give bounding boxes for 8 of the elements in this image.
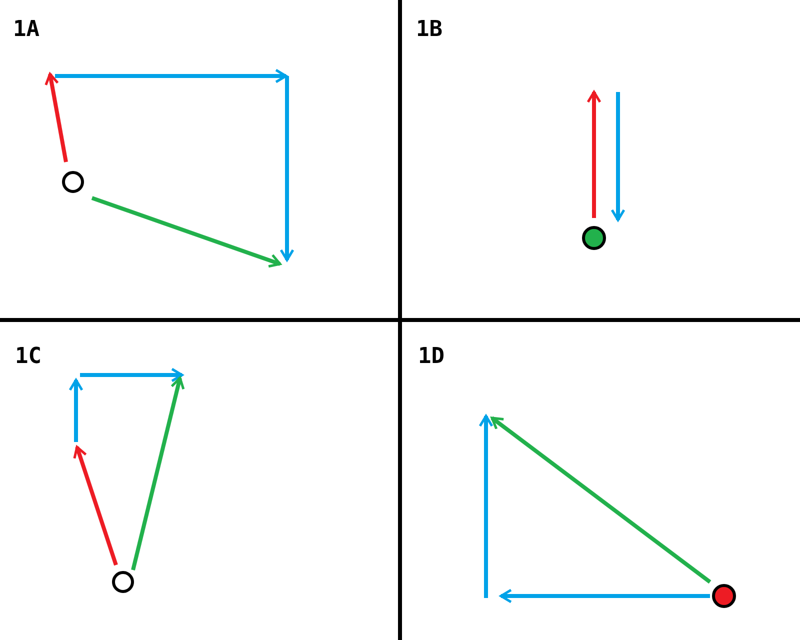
point-circle	[112, 571, 134, 593]
panel-label: 1C	[15, 344, 42, 370]
panel-label: 1A	[13, 17, 40, 43]
point-circle	[582, 226, 606, 250]
panel-label: 1D	[418, 344, 444, 370]
point-circle	[712, 584, 736, 608]
point-circle	[62, 171, 84, 193]
panel-label: 1B	[416, 17, 442, 43]
